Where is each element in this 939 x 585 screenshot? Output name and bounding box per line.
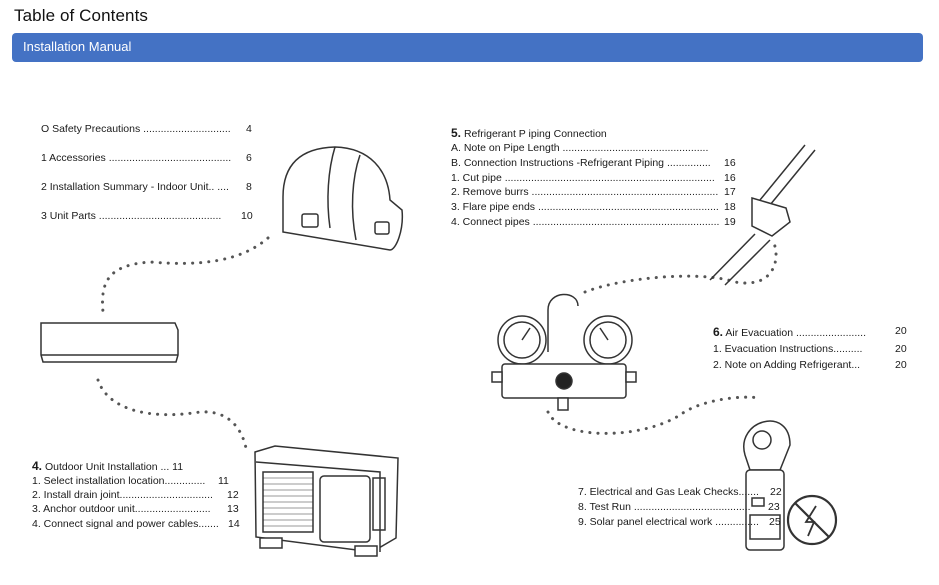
toc-entry[interactable]: 4. Connect pipes .......................… [451, 216, 736, 228]
toc-entry[interactable]: 3 Unit Parts ...........................… [41, 210, 253, 222]
section-number: 6. [713, 325, 724, 339]
toc-entry[interactable]: 2. Remove burrs ........................… [451, 186, 736, 198]
toc-entry-page: 19 [724, 216, 736, 228]
section-number: 5. [451, 126, 462, 140]
toc-entry[interactable]: 8. Test Run ............................… [578, 501, 780, 513]
toc-entry-page: 23 [768, 501, 780, 513]
toc-entry-page: 10 [241, 210, 253, 222]
toc-entry-label: 2. Install drain joint..................… [32, 489, 213, 501]
toc-entry-label: 2. Note on Adding Refrigerant... [713, 359, 861, 371]
dotted-path-manifold-to-meter [546, 395, 762, 435]
toc-entry-page: 20 [895, 343, 907, 355]
toc-entry-page: 20 [895, 359, 907, 371]
toc-entry-label: 3. Anchor outdoor unit..................… [32, 503, 211, 515]
toc-section-heading[interactable]: 5. Refrigerant P iping Connection [451, 126, 607, 140]
toc-entry-page: 18 [724, 201, 736, 213]
toc-entry-page: 8 [246, 181, 252, 193]
outdoor-ac-unit-icon [254, 445, 399, 557]
toc-entry-page: 16 [724, 157, 736, 169]
toc-entry-page: 17 [724, 186, 736, 198]
toc-entry-label: 1. Cut pipe ............................… [451, 172, 715, 184]
toc-entry[interactable]: 1. Cut pipe ............................… [451, 172, 736, 184]
toc-entry[interactable]: A. Note on Pipe Length .................… [451, 142, 708, 154]
toc-entry-page: 25 [769, 516, 781, 528]
toc-entry[interactable]: 1. Select installation location.........… [32, 475, 229, 487]
toc-entry-label: A. Note on Pipe Length .................… [451, 142, 709, 154]
toc-entry-page: 13 [227, 503, 239, 515]
toc-entry-page: 16 [724, 172, 736, 184]
toc-entry[interactable]: 1. Evacuation Instructions.......... 20 [713, 343, 907, 355]
toc-entry-label: 3 Unit Parts ...........................… [41, 210, 222, 222]
toc-entry[interactable]: 3. Flare pipe ends .....................… [451, 201, 736, 213]
toc-entry[interactable]: B. Connection Instructions -Refrigerant … [451, 157, 736, 169]
manifold-gauge-icon [491, 293, 637, 411]
toc-entry[interactable]: 7. Electrical and Gas Leak Checks.......… [578, 486, 782, 498]
banner-label: Installation Manual [23, 39, 132, 54]
toc-entry-label: 9. Solar panel electrical work .........… [578, 516, 759, 528]
no-electricity-icon [786, 494, 838, 546]
section-title: Outdoor Unit Installation ... 11 [44, 461, 184, 473]
toc-entry-page: 11 [218, 475, 229, 487]
toc-entry[interactable]: 3. Anchor outdoor unit..................… [32, 503, 239, 515]
section-banner: Installation Manual [12, 33, 923, 62]
toc-entry-label: 8. Test Run ............................… [578, 501, 751, 513]
clamp-meter-icon [743, 420, 791, 551]
toc-entry-page: 4 [246, 123, 252, 135]
indoor-ac-unit-icon [40, 322, 179, 363]
toc-entry[interactable]: 2. Note on Adding Refrigerant... 20 [713, 359, 907, 371]
toc-section-heading[interactable]: 4. Outdoor Unit Installation ... 11 [32, 459, 183, 473]
toc-entry[interactable]: 2. Install drain joint..................… [32, 489, 239, 501]
dotted-path-hat-to-indoor [101, 236, 270, 314]
toc-entry[interactable]: 1 Accessories ..........................… [41, 152, 252, 164]
toc-entry-label: 7. Electrical and Gas Leak Checks....... [578, 486, 759, 498]
toc-entry[interactable]: 4. Connect signal and power cables......… [32, 518, 240, 530]
section-page: 20 [895, 325, 907, 337]
section-title: Air Evacuation ........................ [725, 327, 866, 339]
toc-entry-label: B. Connection Instructions -Refrigerant … [451, 157, 711, 169]
toc-entry-page: 6 [246, 152, 252, 164]
toc-entry-page: 22 [770, 486, 782, 498]
toc-entry-label: 4. Connect pipes .......................… [451, 216, 720, 228]
page-title: Table of Contents [14, 6, 149, 25]
hard-hat-icon [282, 146, 404, 251]
toc-entry-page: 12 [227, 489, 239, 501]
toc-section-heading[interactable]: 6. Air Evacuation ......................… [713, 325, 907, 339]
toc-entry-label: 1 Accessories ..........................… [41, 152, 232, 164]
dotted-path-indoor-to-outdoor [96, 378, 248, 450]
copper-pipe-icon [709, 144, 816, 286]
toc-entry-label: 4. Connect signal and power cables......… [32, 518, 219, 530]
toc-entry-label: 1. Select installation location.........… [32, 475, 206, 487]
toc-entry-label: 3. Flare pipe ends .....................… [451, 201, 719, 213]
section-title: Refrigerant P iping Connection [463, 128, 607, 140]
toc-entry-label: O Safety Precautions ...................… [41, 123, 231, 135]
toc-entry[interactable]: O Safety Precautions ...................… [41, 123, 252, 135]
toc-entry-label: 2 Installation Summary - Indoor Unit.. .… [41, 181, 229, 193]
toc-entry[interactable]: 9. Solar panel electrical work .........… [578, 516, 781, 528]
toc-entry-label: 2. Remove burrs ........................… [451, 186, 719, 198]
section-number: 4. [32, 459, 43, 473]
toc-entry-page: 14 [228, 518, 240, 530]
dotted-path-manifold-to-pipe [583, 238, 778, 294]
toc-entry[interactable]: 2 Installation Summary - Indoor Unit.. .… [41, 181, 252, 193]
toc-entry-label: 1. Evacuation Instructions.......... [713, 343, 863, 355]
